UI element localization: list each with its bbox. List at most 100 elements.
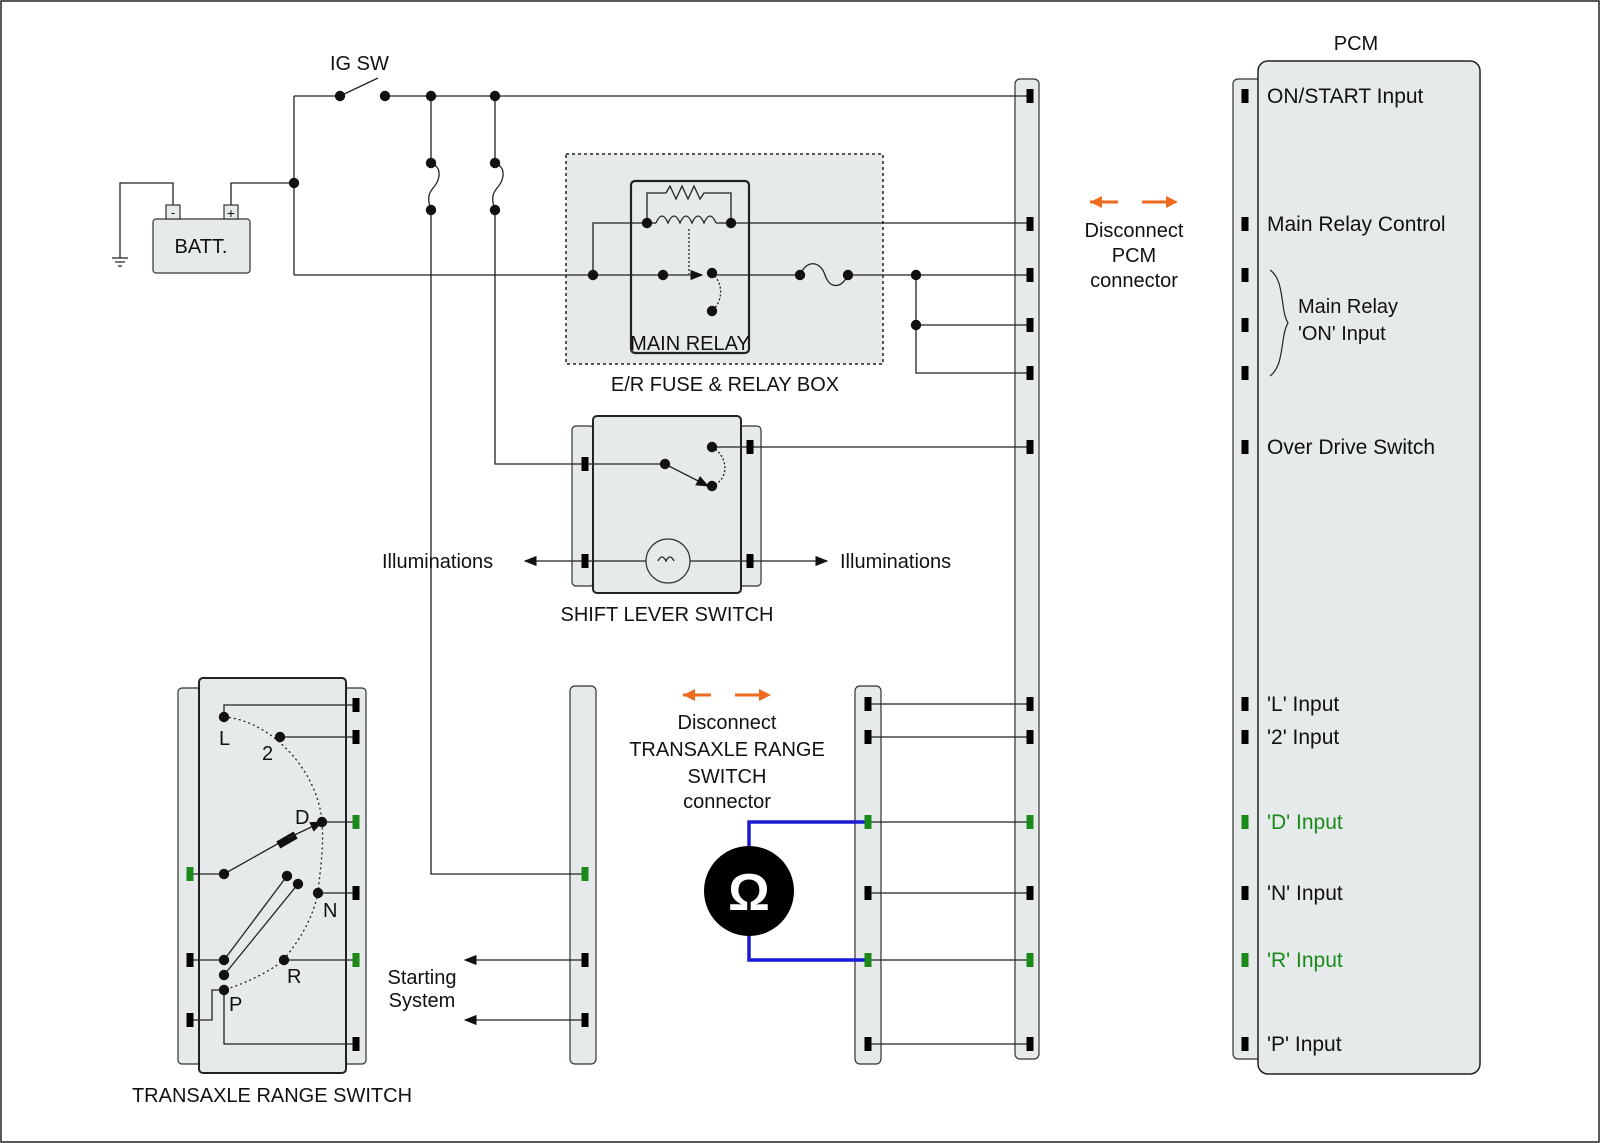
pcm-pin — [1241, 268, 1249, 282]
trs-harness-pin — [864, 1037, 872, 1051]
trs-harness-connector-strip — [854, 685, 882, 1065]
pcm-pin-d — [1241, 815, 1249, 829]
pcm-box — [1257, 60, 1481, 1075]
trs-pin — [352, 730, 360, 744]
harness-pin — [1026, 217, 1034, 231]
junction-dot — [641, 217, 653, 229]
junction-dot — [288, 177, 300, 189]
harness-pin-r — [1026, 953, 1034, 967]
pcm-pin — [1241, 440, 1249, 454]
junction-dot — [706, 267, 718, 279]
junction-dot — [334, 90, 346, 102]
meter-lead-bottom — [747, 931, 868, 962]
junction-dot — [910, 319, 922, 331]
illuminations-left-label: Illuminations — [382, 551, 493, 573]
junction-dot — [425, 90, 437, 102]
shift-lever-pin — [581, 554, 589, 568]
disconnect-trs-line2: TRANSAXLE RANGE — [629, 739, 825, 761]
pcm-pin — [1241, 1037, 1249, 1051]
trs-pos-n: N — [323, 900, 337, 922]
battery-label: BATT. — [175, 236, 228, 258]
pcm-pin-label: Main Relay Control — [1267, 213, 1446, 236]
trs-pin-input — [186, 867, 194, 881]
disconnect-trs-line3: SWITCH — [688, 766, 767, 788]
harness-pin — [1026, 1037, 1034, 1051]
main-relay-label: MAIN RELAY — [630, 333, 750, 355]
shift-lever-switch-box — [592, 415, 742, 594]
trs-pos-p: P — [229, 994, 242, 1016]
junction-dot — [312, 887, 324, 899]
junction-dot — [316, 816, 328, 828]
disconnect-trs-line4: connector — [683, 791, 771, 813]
pcm-pin-label: Over Drive Switch — [1267, 436, 1435, 459]
junction-dot — [794, 269, 806, 281]
trs-pin — [352, 886, 360, 900]
pcm-pin — [1241, 366, 1249, 380]
junction-dot — [725, 217, 737, 229]
trs-pos-2: 2 — [262, 743, 273, 765]
ig-sw-label: IG SW — [330, 53, 389, 75]
shift-lever-pin — [746, 554, 754, 568]
pcm-pin — [1241, 697, 1249, 711]
trs-harness-pin — [864, 730, 872, 744]
pcm-pin-label: 'D' Input — [1267, 811, 1343, 834]
junction-dot — [292, 878, 304, 890]
trs-pin-r — [352, 953, 360, 967]
fuse-box-label: E/R FUSE & RELAY BOX — [611, 374, 839, 396]
junction-dot — [657, 269, 669, 281]
junction-dot — [489, 90, 501, 102]
junction-dot — [842, 269, 854, 281]
pcm-pin-label: 'L' Input — [1267, 693, 1339, 716]
trs-pin — [186, 1013, 194, 1027]
trs-label: TRANSAXLE RANGE SWITCH — [132, 1085, 412, 1107]
harness-pin — [1026, 366, 1034, 380]
junction-dot — [659, 458, 671, 470]
main-relay-on-line2: 'ON' Input — [1298, 323, 1386, 345]
trs-harness-pin — [864, 697, 872, 711]
main-relay-on-brace — [1269, 269, 1289, 377]
trs-box — [198, 677, 347, 1074]
starting-system-line2: System — [389, 990, 456, 1012]
pcm-disconnect-arrow-icon — [1090, 196, 1178, 208]
junction-dot — [587, 269, 599, 281]
junction-dot — [425, 157, 437, 169]
trs-pin — [352, 1037, 360, 1051]
starting-strip-pin — [581, 953, 589, 967]
junction-dot — [379, 90, 391, 102]
junction-dot — [706, 441, 718, 453]
junction-dot — [274, 731, 286, 743]
shift-lever-pin — [581, 457, 589, 471]
junction-dot — [281, 870, 293, 882]
disconnect-pcm-line3: connector — [1090, 270, 1178, 292]
battery-box — [152, 218, 251, 274]
junction-dot — [278, 954, 290, 966]
illumination-bulb-icon — [645, 538, 691, 584]
harness-pin — [1026, 89, 1034, 103]
battery-plus-label: + — [227, 205, 235, 221]
harness-pin — [1026, 268, 1034, 282]
junction-dots — [218, 90, 922, 996]
disconnect-pcm-line2: PCM — [1112, 245, 1156, 267]
shift-lever-pin — [746, 440, 754, 454]
junction-dot — [218, 711, 230, 723]
ohm-symbol: Ω — [728, 864, 770, 922]
trs-harness-pin — [864, 886, 872, 900]
disconnect-trs-line1: Disconnect — [678, 712, 777, 734]
connector-pins — [186, 89, 1249, 1051]
junction-dot — [218, 969, 230, 981]
pcm-pin-label: 'P' Input — [1267, 1033, 1342, 1056]
trs-pos-r: R — [287, 966, 301, 988]
harness-pin-d — [1026, 815, 1034, 829]
pcm-pin-label: ON/START Input — [1267, 85, 1424, 108]
harness-pin — [1026, 318, 1034, 332]
shift-lever-switch-label: SHIFT LEVER SWITCH — [561, 604, 774, 626]
illuminations-right-label: Illuminations — [840, 551, 951, 573]
trs-pos-d: D — [295, 807, 309, 829]
junction-dot — [706, 480, 718, 492]
harness-pin — [1026, 440, 1034, 454]
junction-dot — [218, 954, 230, 966]
trs-harness-pin-r — [864, 953, 872, 967]
pcm-title: PCM — [1334, 33, 1378, 55]
